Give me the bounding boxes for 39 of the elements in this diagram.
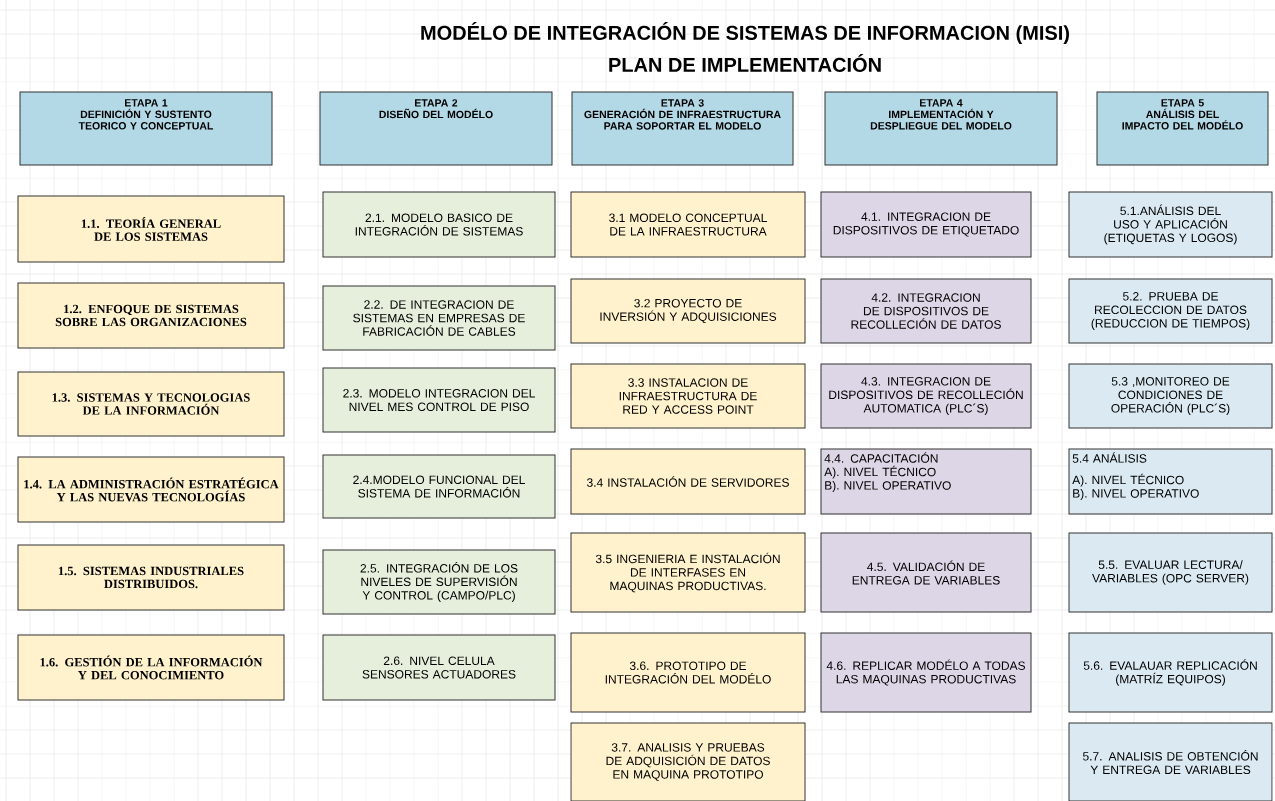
task-box: 3.5 INGENIERIA E INSTALACIÓN DE INTERFASES EN MAQUINAS PRODUCTIVAS. <box>570 532 806 613</box>
task-box: 2.1. MODELO BASICO DE INTEGRACIÓN DE SISTEMAS <box>322 191 556 258</box>
task-box: 1.2. ENFOQUE DE SISTEMAS SOBRE LAS ORGANIZACIONES <box>17 282 285 349</box>
task-box: 4.6. REPLICAR MODÉLO A TODAS LAS MAQUINAS PRODUCTIVAS <box>820 632 1032 713</box>
task-box: 4.5. VALIDACIÓN DE ENTREGA DE VARIABLES <box>820 532 1032 613</box>
task-box: 2.5. INTEGRACIÓN DE LOS NIVELES DE SUPERVISIÓN Y CONTROL (CAMPO/PLC) <box>322 549 556 615</box>
task-box: 4.2. INTEGRACION DE DISPOSITIVOS DE RECOLLECIÓN DE DATOS <box>820 278 1032 344</box>
task-box: 2.6. NIVEL CELULA SENSORES ACTUADORES <box>322 634 556 701</box>
stage-header-box: ETAPA 3 GENERACIÓN DE INFRAESTRUCTURA PARA SOPORTAR EL MODELO <box>571 91 794 166</box>
task-box: 2.2. DE INTEGRACION DE SISTEMAS EN EMPRESAS DE FABRICACIÓN DE CABLES <box>322 285 556 351</box>
task-box: 4.3. INTEGRACION DE DISPOSITIVOS DE RECOLLECIÓN AUTOMATICA (PLC´S) <box>820 363 1032 429</box>
subtitle: PLAN DE IMPLEMENTACIÓN <box>609 54 881 72</box>
task-box: 2.3. MODELO INTEGRACION DEL NIVEL MES CONTROL DE PISO <box>322 367 556 433</box>
task-box: 3.3 INSTALACION DE INFRAESTRUCTURA DE RED Y ACCESS POINT <box>570 363 806 429</box>
task-box: 4.1. INTEGRACION DE DISPOSITIVOS DE ETIQUETADO <box>820 191 1032 258</box>
task-box: 1.4. LA ADMINISTRACIÓN ESTRATÉGICA Y LAS NUEVAS TECNOLOGÍAS <box>17 456 285 523</box>
stage-header-box: ETAPA 5 ANÁLISIS DEL IMPACTO DEL MODÉLO <box>1096 91 1269 166</box>
stage-header-box: ETAPA 1 DEFINICIÓN Y SUSTENTO TEORICO Y CONCEPTUAL <box>19 91 273 166</box>
task-box: 3.4 INSTALACIÓN DE SERVIDORES <box>570 448 806 515</box>
task-box: 3.1 MODELO CONCEPTUAL DE LA INFRAESTRUCTURA <box>570 191 806 258</box>
task-box: 5.5. EVALUAR LECTURA/ VARIABLES (OPC SERVER) <box>1068 532 1273 613</box>
stage-header-box: ETAPA 4 IMPLEMENTACIÓN Y DESPLIEGUE DEL MODELO <box>824 91 1058 166</box>
task-box: 3.7. ANALISIS Y PRUEBAS DE ADQUISICIÓN DE DATOS EN MAQUINA PROTOTIPO <box>570 722 806 801</box>
task-box: 5.6. EVALAUAR REPLICACIÓN (MATRÍZ EQUIPOS) <box>1068 632 1273 713</box>
task-box: 5.4 ANÁLISIS A). NIVEL TÉCNICO B). NIVEL OPERATIVO <box>1068 448 1273 515</box>
title: MODÉLO DE INTEGRACIÓN DE SISTEMAS DE INFORMACION (MISI) <box>421 22 1069 44</box>
stage-header-box: ETAPA 2 DISEÑO DEL MODÉLO <box>319 91 553 166</box>
task-box: 5.3 ,MONITOREO DE CONDICIONES DE OPERACIÓN (PLC´S) <box>1068 363 1273 429</box>
task-box: 5.2. PRUEBA DE RECOLECCION DE DATOS (REDUCCION DE TIEMPOS) <box>1068 278 1273 344</box>
task-box: 1.1. TEORÍA GENERAL DE LOS SISTEMAS <box>17 195 285 263</box>
task-box: 1.3. SISTEMAS Y TECNOLOGIAS DE LA INFORMACIÓN <box>17 371 285 437</box>
task-box: 1.6. GESTIÓN DE LA INFORMACIÓN Y DEL CONOCIMIENTO <box>17 634 285 701</box>
task-box: 4.4. CAPACITACIÓN A). NIVEL TÉCNICO B). NIVEL OPERATIVO <box>820 448 1032 515</box>
task-box: 5.1.ANÁLISIS DEL USO Y APLICACIÓN (ETIQUETAS Y LOGOS) <box>1068 191 1273 258</box>
task-box: 3.6. PROTOTIPO DE INTEGRACIÓN DEL MODÉLO <box>570 632 806 713</box>
task-box: 5.7. ANALISIS DE OBTENCIÓN Y ENTREGA DE VARIABLES <box>1068 722 1273 801</box>
task-box: 2.4.MODELO FUNCIONAL DEL SISTEMA DE INFORMACIÓN <box>322 454 556 519</box>
task-box: 3.2 PROYECTO DE INVERSIÓN Y ADQUISICIONES <box>570 278 806 344</box>
task-box: 1.5. SISTEMAS INDUSTRIALES DISTRIBUIDOS. <box>17 544 285 611</box>
